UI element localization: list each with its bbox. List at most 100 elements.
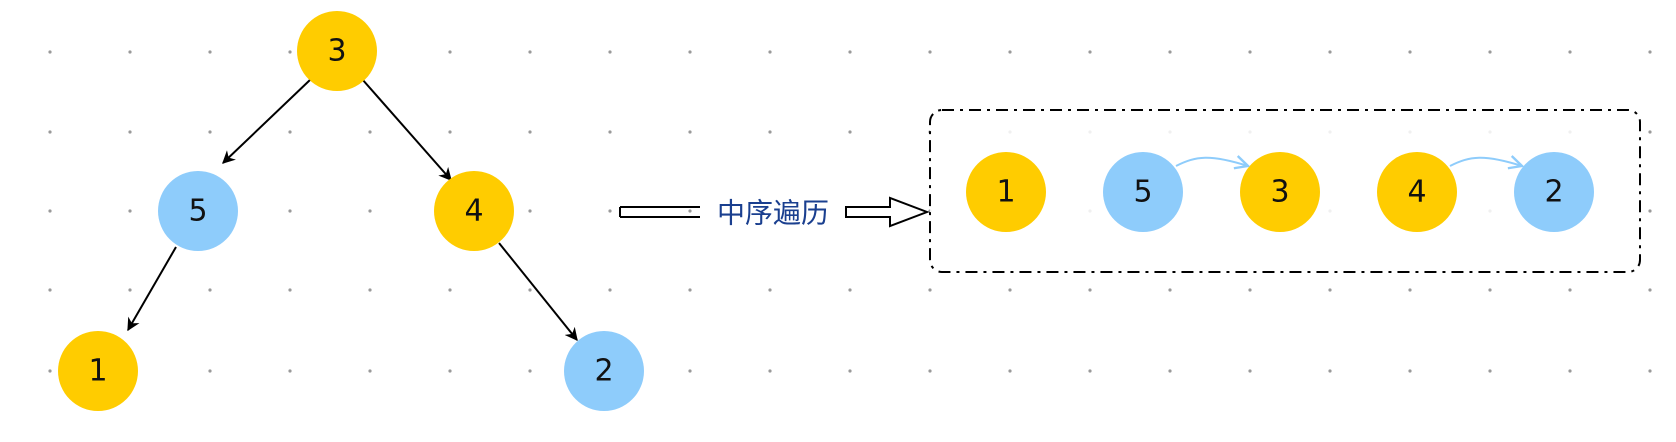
tree-node-1-circle <box>58 331 138 411</box>
result-node-1-circle <box>966 152 1046 232</box>
result-node-4: 4 <box>1377 152 1457 232</box>
result-node-2-circle <box>1514 152 1594 232</box>
result-node-1: 1 <box>966 152 1046 232</box>
grid-dot <box>1008 369 1012 373</box>
transform-arrow: 中序遍历 <box>619 194 930 230</box>
grid-dot <box>1648 369 1652 373</box>
tree-node-4-label: 4 <box>464 194 483 229</box>
grid-dot <box>208 288 212 292</box>
grid-dot <box>128 209 132 213</box>
grid-dot <box>48 369 52 373</box>
grid-dot <box>48 209 52 213</box>
result-node-1-label: 1 <box>996 175 1015 210</box>
result-link-5-3 <box>1175 158 1248 166</box>
grid-dot <box>128 50 132 54</box>
grid-dot <box>1168 288 1172 292</box>
grid-dot <box>528 288 532 292</box>
grid-dot <box>1488 288 1492 292</box>
grid-dot <box>1248 369 1252 373</box>
grid-dot <box>1408 50 1412 54</box>
grid-dot <box>928 50 932 54</box>
grid-dot <box>208 130 212 134</box>
grid-dot <box>1568 50 1572 54</box>
grid-dot <box>288 369 292 373</box>
tree-node-2-circle <box>564 331 644 411</box>
grid-dot <box>608 288 612 292</box>
grid-dot <box>448 369 452 373</box>
result-node-5-label: 5 <box>1133 175 1152 210</box>
tree-edge-4-2 <box>498 242 578 342</box>
grid-dot <box>288 209 292 213</box>
grid-dot <box>1648 209 1652 213</box>
tree-edge-3-5 <box>222 78 312 164</box>
transform-label: 中序遍历 <box>717 197 829 230</box>
grid-dot <box>368 209 372 213</box>
grid-dot <box>848 50 852 54</box>
grid-dot <box>1488 369 1492 373</box>
grid-dot <box>528 209 532 213</box>
result-node-2-label: 2 <box>1544 175 1563 210</box>
grid-dot <box>608 209 612 213</box>
grid-dot <box>48 130 52 134</box>
grid-dot <box>1008 50 1012 54</box>
grid-dot <box>848 288 852 292</box>
grid-dot <box>128 130 132 134</box>
grid-dot <box>48 50 52 54</box>
grid-dot <box>608 50 612 54</box>
tree-node-5-circle <box>158 171 238 251</box>
grid-dot <box>1008 288 1012 292</box>
grid-dot <box>288 50 292 54</box>
tree-node-2: 2 <box>564 331 644 411</box>
tree-edge-5-1 <box>127 246 177 332</box>
grid-dot <box>1648 130 1652 134</box>
result-node-3-label: 3 <box>1270 175 1289 210</box>
grid-dot <box>688 209 692 213</box>
grid-dot <box>1168 369 1172 373</box>
tree-node-3-label: 3 <box>327 34 346 69</box>
grid-dot <box>1248 288 1252 292</box>
grid-dot <box>1088 50 1092 54</box>
grid-dot <box>528 130 532 134</box>
grid-dot <box>1648 50 1652 54</box>
grid-dot <box>1568 369 1572 373</box>
tree-edges <box>127 78 578 342</box>
tree-edge-3-4 <box>361 78 452 181</box>
grid-dot <box>1088 288 1092 292</box>
grid-dot <box>848 130 852 134</box>
result-link-4-2 <box>1449 158 1522 166</box>
grid-dot <box>608 130 612 134</box>
grid-dot <box>1248 50 1252 54</box>
transform-label-bg <box>706 194 840 230</box>
tree-node-4: 4 <box>434 171 514 251</box>
grid-dot <box>688 288 692 292</box>
result-node-5: 5 <box>1103 152 1183 232</box>
grid-dot <box>768 50 772 54</box>
grid-dot <box>928 288 932 292</box>
tree-node-1-label: 1 <box>88 354 107 389</box>
grid-dot <box>768 130 772 134</box>
grid-dot <box>48 288 52 292</box>
grid-dot <box>928 369 932 373</box>
tree-node-3: 3 <box>297 11 377 91</box>
grid-dot <box>448 288 452 292</box>
grid-dot <box>1648 288 1652 292</box>
grid-dot <box>768 288 772 292</box>
transform-arrow-head <box>845 196 930 228</box>
grid-dot <box>1328 369 1332 373</box>
result-node-4-circle <box>1377 152 1457 232</box>
grid-dot <box>1408 369 1412 373</box>
tree-node-4-circle <box>434 171 514 251</box>
grid-dot <box>1088 369 1092 373</box>
grid-dot <box>848 369 852 373</box>
grid-dot <box>288 130 292 134</box>
result-node-3: 3 <box>1240 152 1320 232</box>
tree-node-3-circle <box>297 11 377 91</box>
grid-dot <box>1328 50 1332 54</box>
grid-dot <box>768 369 772 373</box>
grid-dot <box>368 369 372 373</box>
result-node-3-circle <box>1240 152 1320 232</box>
grid-dot <box>128 288 132 292</box>
grid-dot <box>528 369 532 373</box>
